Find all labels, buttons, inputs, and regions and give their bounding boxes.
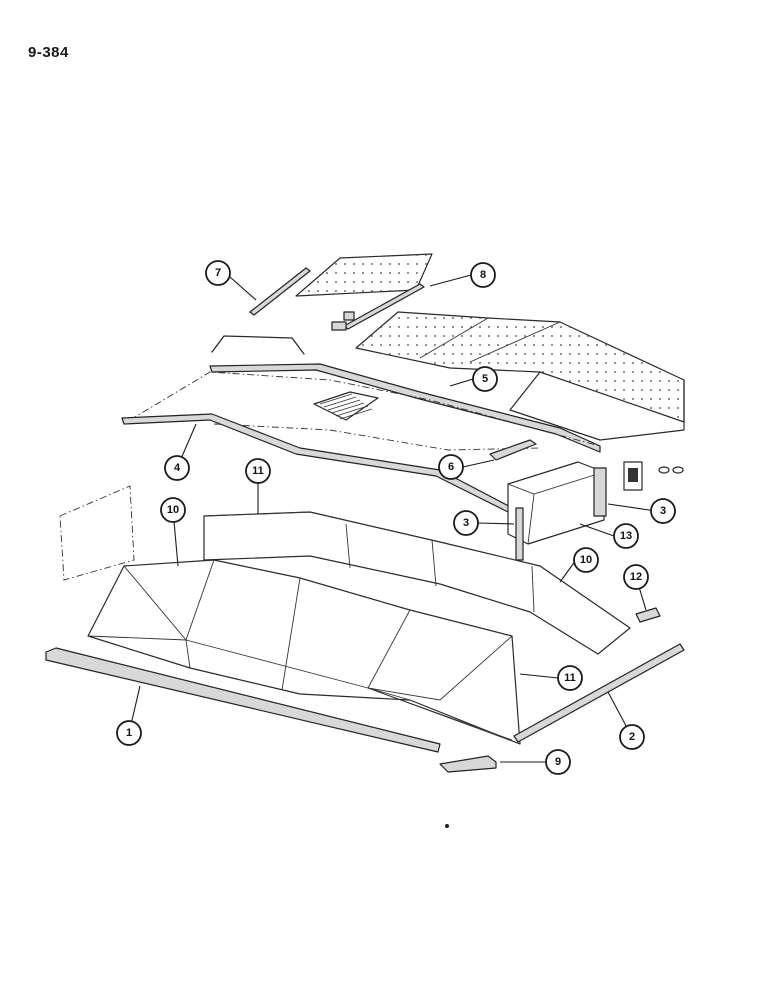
callout-10-right: 10 (573, 547, 599, 573)
page-number: 9-384 (28, 44, 69, 61)
svg-text:4: 4 (174, 462, 181, 474)
callout-1: 1 (116, 720, 142, 746)
svg-text:6: 6 (448, 461, 454, 473)
part-9-foot (439, 755, 497, 773)
svg-text:13: 13 (620, 530, 632, 542)
callout-11-top: 11 (245, 458, 271, 484)
part-10-main-hood (87, 559, 521, 745)
svg-text:2: 2 (629, 731, 635, 743)
svg-text:1: 1 (126, 727, 132, 739)
svg-text:3: 3 (463, 517, 469, 529)
part-2-side-rail (513, 643, 685, 743)
part-13-box (507, 461, 605, 545)
svg-text:10: 10 (580, 554, 592, 566)
side-panel-left (59, 485, 135, 581)
callout-3-left: 3 (453, 510, 479, 536)
svg-text:10: 10 (167, 504, 179, 516)
part-12-clip (635, 607, 661, 623)
svg-text:12: 12 (630, 571, 642, 583)
vent-grille (313, 391, 379, 421)
callout-2: 2 (619, 724, 645, 750)
callout-11-bottom: 11 (557, 665, 583, 691)
callout-5: 5 (472, 366, 498, 392)
callout-3-right: 3 (650, 498, 676, 524)
part-3-post-left (515, 507, 524, 561)
svg-text:8: 8 (480, 269, 486, 281)
callout-9: 9 (545, 749, 571, 775)
callout-10-left: 10 (160, 497, 186, 523)
part-7-bar (249, 267, 311, 316)
svg-text:9: 9 (555, 756, 561, 768)
callout-8: 8 (470, 262, 496, 288)
part-8-rod (331, 283, 425, 331)
stray-dot (445, 824, 449, 828)
callout-4: 4 (164, 455, 190, 481)
part-6-bracket (489, 439, 537, 461)
svg-text:11: 11 (252, 465, 264, 477)
svg-text:5: 5 (482, 373, 488, 385)
upper-cover-panel (129, 371, 601, 451)
svg-text:7: 7 (215, 267, 221, 279)
part-1-bottom-rail (45, 647, 441, 753)
handle (211, 335, 305, 355)
part-11-rear-frame (203, 511, 631, 655)
svg-text:3: 3 (660, 505, 666, 517)
callout-7: 7 (205, 260, 231, 286)
perforated-sheet-small (295, 253, 433, 297)
latch-assembly (623, 461, 684, 491)
part-5-upper-rail (209, 363, 601, 453)
callout-13: 13 (613, 523, 639, 549)
svg-text:11: 11 (564, 672, 576, 684)
rear-box-panel (509, 371, 685, 441)
callout-12: 12 (623, 564, 649, 590)
callout-6: 6 (438, 454, 464, 480)
part-3-post-right (593, 467, 607, 517)
